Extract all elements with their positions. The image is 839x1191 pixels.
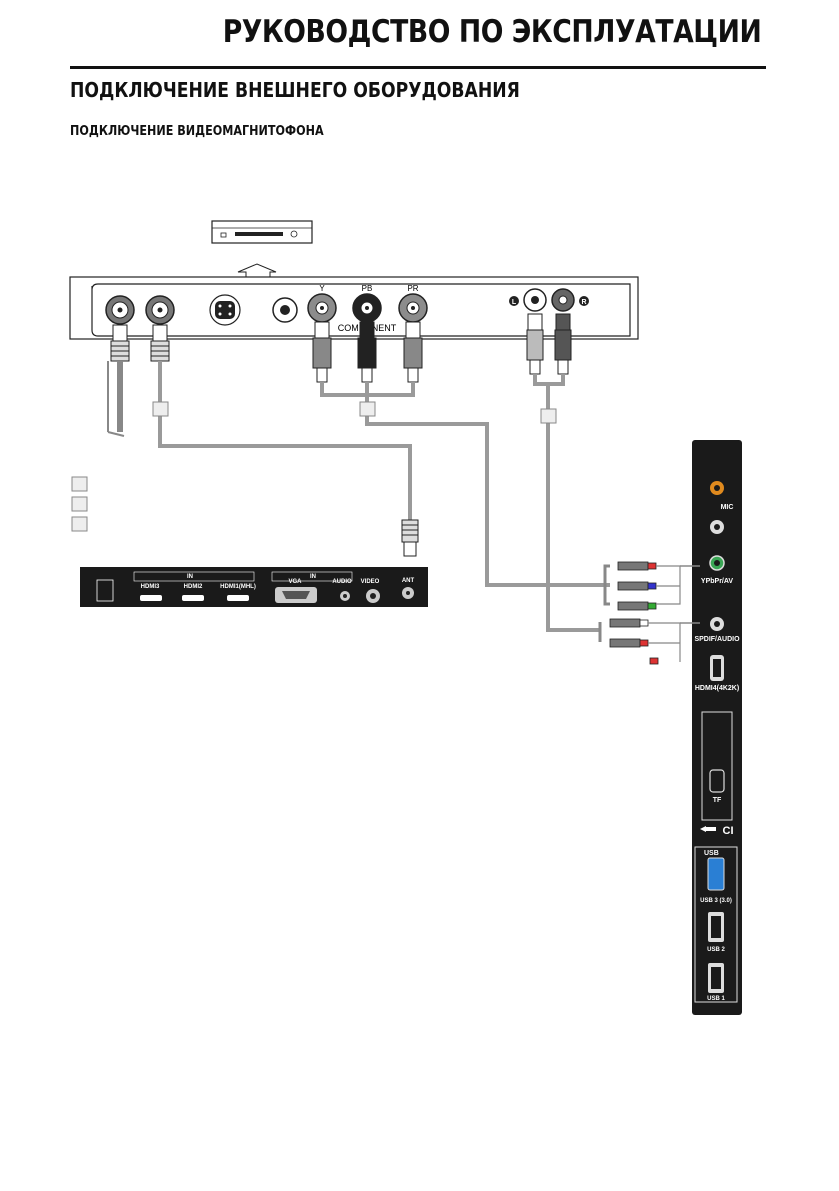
jack-pb-label: PB [362, 284, 373, 293]
page-title: РУКОВОДСТВО ПО ЭКСПЛУАТАЦИИ [222, 14, 761, 50]
bottom-in-label-1: IN [187, 574, 193, 580]
legend-box-3 [71, 516, 88, 532]
usb2-label: USB 2 [707, 947, 725, 953]
marker-3 [540, 408, 557, 424]
jack-pr-label: PR [407, 284, 418, 293]
hdmi1-label: HDMI1(MHL) [220, 584, 256, 590]
hdmi4-label: HDMI4(4K2K) [695, 685, 739, 692]
tv-bottom-panel [80, 567, 428, 607]
legend-box-2 [71, 496, 88, 512]
vga-label: VGA [288, 579, 302, 585]
subsection-heading: ПОДКЛЮЧЕНИЕ ВИДЕОМАГНИТОФОНА [70, 124, 324, 139]
ant-label: ANT [402, 578, 415, 584]
title-rule [70, 66, 766, 69]
av-breakout [598, 561, 700, 665]
usb-label: USB [704, 850, 719, 857]
ant-plug [401, 519, 419, 557]
tv-side-panel [692, 440, 742, 1015]
ypbpr-av-label: YPbPr/AV [701, 578, 733, 585]
tf-label: TF [713, 797, 722, 804]
hdmi2-label: HDMI2 [184, 584, 203, 590]
jack-y-label: Y [319, 284, 325, 293]
mic-label: MIC [721, 504, 734, 511]
jack-l-label: L [512, 299, 517, 306]
audio-label: AUDIO [332, 579, 352, 585]
rf-plugs [110, 324, 170, 362]
hdmi3-label: HDMI3 [141, 584, 160, 590]
usb1-label: USB 1 [707, 996, 725, 1002]
vcr-device [211, 220, 313, 244]
spdif-audio-label: SPDIF/AUDIO [694, 636, 740, 643]
marker-2 [359, 401, 376, 417]
jack-r-label: R [581, 299, 586, 306]
legend-box-1 [71, 476, 88, 492]
ci-label: CI [723, 825, 734, 837]
section-heading: ПОДКЛЮЧЕНИЕ ВНЕШНЕГО ОБОРУДОВАНИЯ [70, 78, 520, 102]
audio-plugs [526, 313, 572, 375]
marker-1 [152, 401, 169, 417]
up-arrow-icon [237, 263, 277, 278]
bottom-in-label-2: IN [310, 574, 316, 580]
video-label: VIDEO [361, 579, 380, 585]
usb3-label: USB 3 (3.0) [700, 898, 732, 904]
component-plugs [312, 321, 423, 383]
